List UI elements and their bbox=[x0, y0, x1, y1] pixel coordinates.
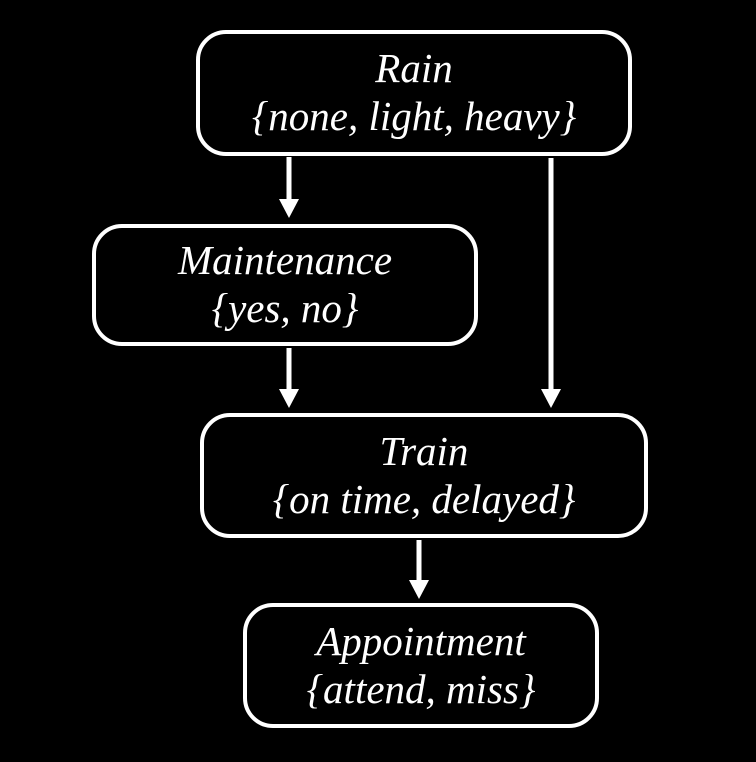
node-appointment-label: Appointment bbox=[316, 617, 526, 664]
edge-maintenance-train-arrow bbox=[279, 348, 299, 408]
node-rain-label: Rain bbox=[375, 45, 453, 92]
node-train-values: {on time, delayed} bbox=[272, 475, 576, 522]
node-maintenance-values: {yes, no} bbox=[211, 285, 359, 331]
node-rain: Rain {none, light, heavy} bbox=[196, 30, 632, 156]
node-train-label: Train bbox=[379, 427, 469, 474]
edge-rain-train-arrow bbox=[541, 158, 561, 408]
node-rain-values: {none, light, heavy} bbox=[251, 93, 577, 139]
node-maintenance: Maintenance {yes, no} bbox=[92, 224, 478, 346]
edge-train-appointment-arrow bbox=[409, 540, 429, 599]
node-maintenance-label: Maintenance bbox=[177, 237, 393, 284]
node-appointment-values: {attend, miss} bbox=[306, 665, 536, 712]
node-train: Train {on time, delayed} bbox=[200, 413, 648, 538]
edge-rain-maintenance-arrow bbox=[279, 157, 299, 218]
node-appointment: Appointment {attend, miss} bbox=[243, 603, 599, 728]
